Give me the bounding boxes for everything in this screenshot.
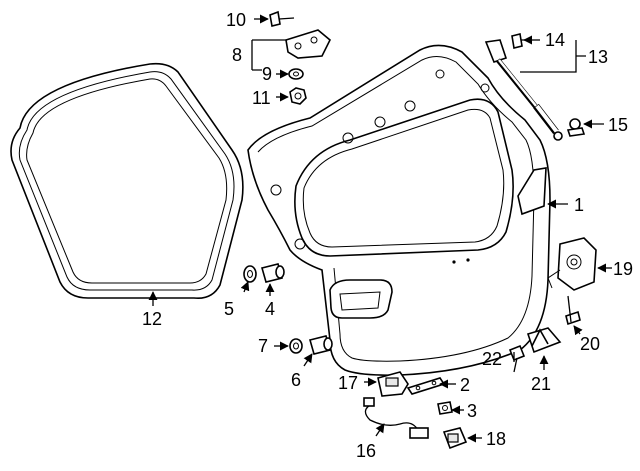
callout-4: 4 (265, 299, 275, 319)
striker-bolt (508, 344, 526, 373)
nut (289, 87, 307, 105)
hinge-bolt (269, 10, 295, 27)
callout-7: 7 (258, 336, 268, 356)
striker (526, 327, 562, 354)
callout-6: 6 (291, 370, 301, 390)
callout-16: 16 (356, 441, 376, 461)
callout-9: 9 (262, 64, 272, 84)
hinge-bracket (285, 29, 331, 59)
callout-labels: 1 2 3 4 5 6 7 8 9 10 11 12 13 14 15 16 1… (142, 10, 633, 461)
lift-support-strut (484, 39, 563, 141)
callout-2: 2 (460, 375, 470, 395)
washer-upper (243, 265, 257, 283)
callout-18: 18 (486, 429, 506, 449)
callout-11: 11 (252, 88, 271, 108)
callout-15: 15 (608, 115, 628, 135)
switch-bracket (406, 377, 446, 395)
callout-22: 22 (482, 349, 502, 369)
strut-bolt (511, 33, 532, 49)
liftgate-latch (547, 237, 597, 291)
callout-10: 10 (226, 10, 246, 30)
callout-5: 5 (224, 299, 234, 319)
callout-12: 12 (142, 309, 162, 329)
washer-lower (289, 338, 303, 354)
callout-1: 1 (574, 195, 584, 215)
callout-20: 20 (580, 334, 600, 354)
latch-bolt (565, 295, 581, 326)
callout-3: 3 (467, 401, 477, 421)
callout-17: 17 (338, 373, 358, 393)
ball-stud (566, 118, 586, 137)
bumper-upper (261, 263, 285, 283)
release-switch (377, 371, 409, 397)
callout-8: 8 (232, 45, 242, 65)
liftgate-assembly (247, 44, 551, 376)
wire-harness (363, 397, 429, 439)
bumper-lower (309, 335, 333, 355)
washer (288, 68, 304, 80)
clip (437, 401, 453, 415)
connector (442, 427, 468, 450)
callout-19: 19 (613, 259, 633, 279)
leader-lines (148, 14, 612, 443)
callout-13: 13 (588, 47, 608, 67)
weatherstrip-seal (10, 62, 244, 300)
callout-14: 14 (545, 30, 565, 50)
callout-21: 21 (531, 374, 551, 394)
